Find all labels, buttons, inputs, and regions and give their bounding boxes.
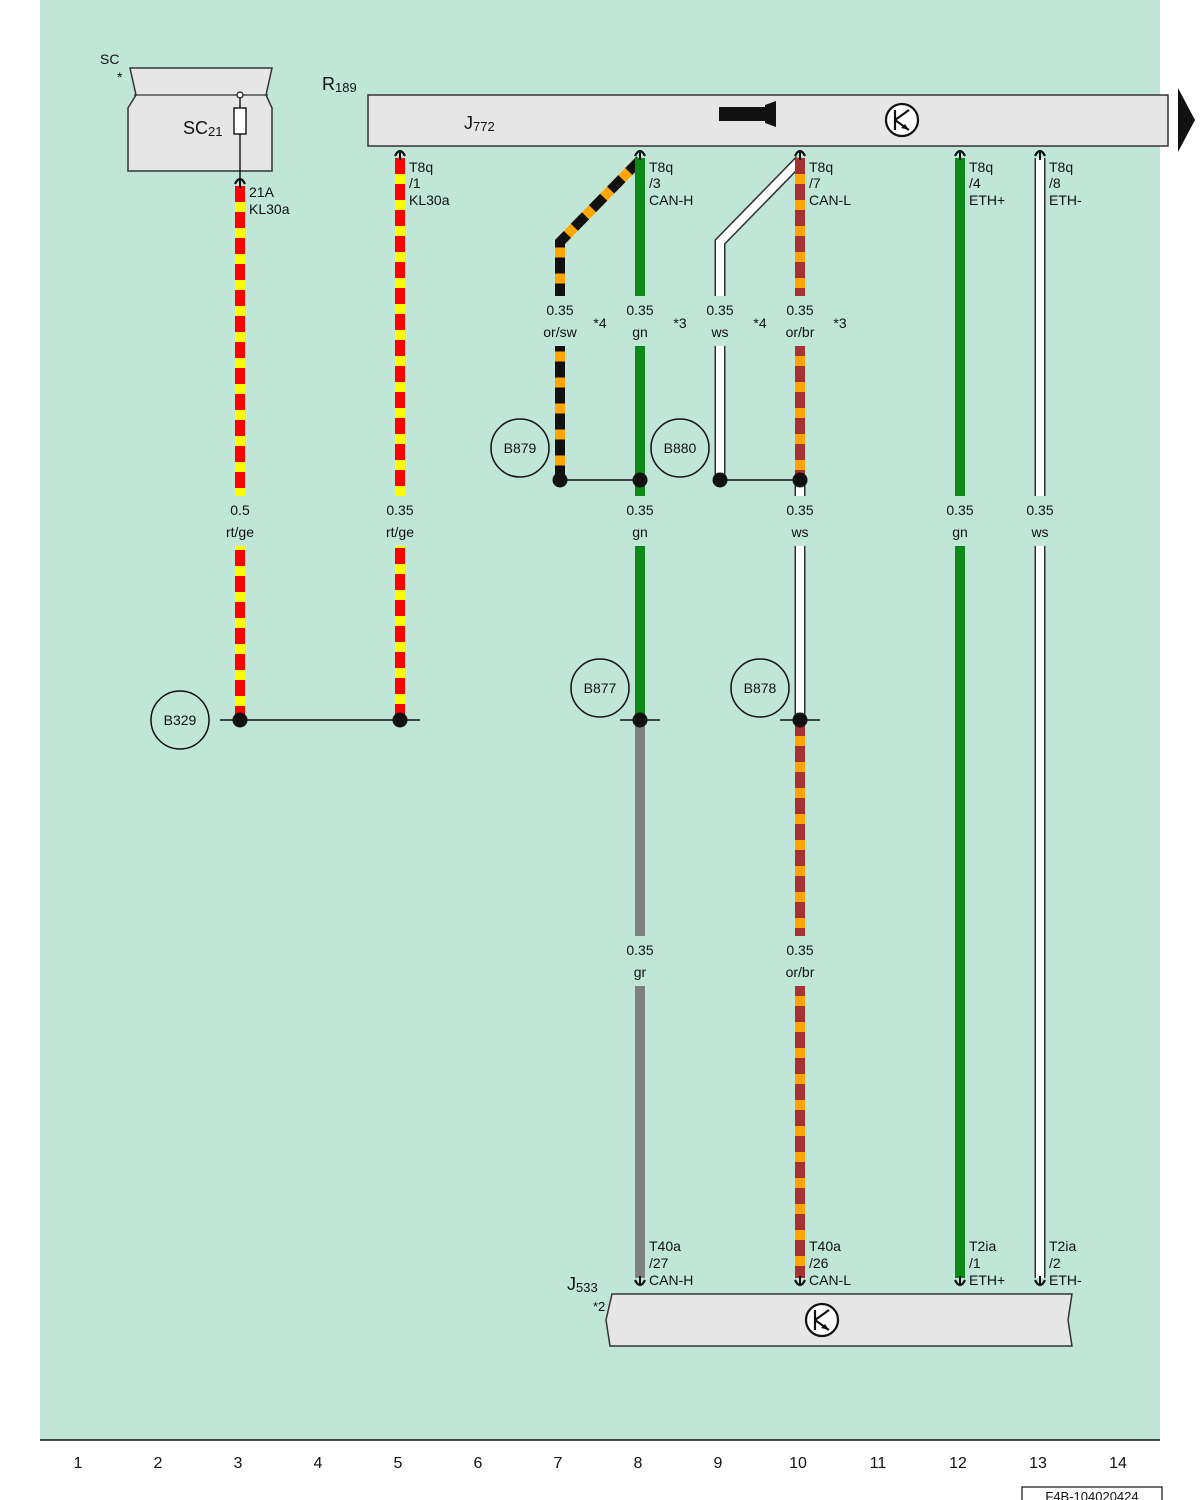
column-number: 13: [1029, 1455, 1047, 1472]
svg-text:ws: ws: [790, 524, 808, 540]
pin-label-t8q-3: T8q /3 CAN-H: [649, 159, 693, 208]
svg-text:0.35: 0.35: [946, 502, 973, 518]
svg-text:B877: B877: [584, 680, 617, 696]
pin-label-t8q-8: T8q /8 ETH-: [1049, 159, 1082, 208]
column-number: 14: [1109, 1455, 1127, 1472]
fuse-box-asterisk: *: [117, 69, 123, 85]
splice-b879[interactable]: B879: [490, 418, 550, 478]
pin-label-sc-21a: 21A KL30a: [249, 184, 290, 217]
svg-text:gr: gr: [634, 964, 647, 980]
column-number: 6: [474, 1455, 483, 1472]
column-number: 5: [394, 1455, 403, 1472]
wire-label-col10-bottom: 0.35 or/br: [786, 942, 815, 980]
svg-text:ws: ws: [710, 324, 728, 340]
wire-layer: [231, 156, 1049, 1278]
pin-label-t2ia-1: T2ia /1 ETH+: [969, 1238, 1005, 1288]
svg-text:*3: *3: [673, 315, 686, 331]
svg-text:0.35: 0.35: [386, 502, 413, 518]
wire-label-col12: 0.35 gn: [946, 502, 973, 540]
footer-id: F4B-104020424: [1045, 1489, 1138, 1500]
column-number: 12: [949, 1455, 967, 1472]
svg-text:or/br: or/br: [786, 964, 815, 980]
svg-text:0.35: 0.35: [1026, 502, 1053, 518]
wire-col9-ws[interactable]: [714, 156, 804, 480]
pin-label-t8q-4: T8q /4 ETH+: [969, 159, 1005, 208]
svg-text:B880: B880: [664, 440, 697, 456]
wire-label-col9: 0.35 ws *4: [706, 302, 766, 340]
ecu-transistor-icon: [884, 102, 920, 138]
fuse-name: SC21: [183, 118, 222, 139]
svg-text:or/br: or/br: [786, 324, 815, 340]
pin-label-t8q-7: T8q /7 CAN-L: [809, 159, 851, 208]
svg-text:0.35: 0.35: [706, 302, 733, 318]
svg-text:gn: gn: [952, 524, 968, 540]
wire-label-col3: 0.5 rt/ge: [226, 502, 254, 540]
svg-text:rt/ge: rt/ge: [226, 524, 254, 540]
svg-text:0.35: 0.35: [626, 302, 653, 318]
svg-text:gn: gn: [632, 524, 648, 540]
svg-text:*3: *3: [833, 315, 846, 331]
splice-b880[interactable]: B880: [650, 418, 710, 478]
svg-text:B329: B329: [164, 712, 197, 728]
svg-text:*4: *4: [593, 315, 606, 331]
svg-text:B878: B878: [744, 680, 777, 696]
splice-b877[interactable]: B877: [570, 658, 630, 718]
column-number: 9: [714, 1455, 723, 1472]
splice-dots: [232, 472, 808, 728]
column-number: 7: [554, 1455, 563, 1472]
svg-text:0.35: 0.35: [626, 942, 653, 958]
svg-text:0.35: 0.35: [626, 502, 653, 518]
svg-text:gn: gn: [632, 324, 648, 340]
pin-label-t2ia-2: T2ia /2 ETH-: [1049, 1238, 1082, 1288]
column-number: 10: [789, 1455, 807, 1472]
wire-label-col7: 0.35 or/sw *4: [543, 302, 607, 340]
svg-text:B879: B879: [504, 440, 537, 456]
svg-text:0.35: 0.35: [546, 302, 573, 318]
fuse-box-label: SC: [100, 51, 119, 67]
pin-label-t8q-1: T8q /1 KL30a: [409, 159, 450, 208]
splice-b329[interactable]: B329: [150, 690, 210, 750]
svg-text:0.35: 0.35: [786, 942, 813, 958]
j772-label: J772: [464, 113, 495, 134]
ecu-transistor-icon: [804, 1302, 840, 1338]
r189-label: R189: [322, 74, 357, 95]
wire-label-col8-bottom: 0.35 gr: [626, 942, 653, 980]
wire-label-col8-top: 0.35 gn *3: [626, 302, 686, 340]
fuse-icon: [233, 91, 247, 180]
j533-label: J533: [567, 1274, 598, 1295]
wire-label-col5: 0.35 rt/ge: [386, 502, 414, 540]
svg-text:0.5: 0.5: [230, 502, 250, 518]
footer-id-box: [1021, 1486, 1163, 1500]
column-number: 11: [870, 1455, 887, 1472]
wire-label-col13: 0.35 ws: [1026, 502, 1053, 540]
svg-text:or/sw: or/sw: [543, 324, 577, 340]
wire-label-col10-mid: 0.35 ws: [786, 502, 813, 540]
svg-text:0.35: 0.35: [786, 502, 813, 518]
pin-label-t40a-26: T40a /26 CAN-L: [809, 1238, 851, 1288]
svg-text:0.35: 0.35: [786, 302, 813, 318]
fuse-box-sc[interactable]: [127, 67, 273, 172]
column-number: 1: [74, 1455, 83, 1472]
column-number: 3: [234, 1455, 243, 1472]
column-number: 4: [314, 1455, 323, 1472]
svg-text:*4: *4: [753, 315, 766, 331]
camera-icon: [719, 101, 776, 127]
wire-label-col8-mid: 0.35 gn: [626, 502, 653, 540]
pin-label-t40a-27: T40a /27 CAN-H: [649, 1238, 693, 1288]
svg-text:rt/ge: rt/ge: [386, 524, 414, 540]
svg-text:ws: ws: [1030, 524, 1048, 540]
column-number: 2: [154, 1455, 163, 1472]
splice-b878[interactable]: B878: [730, 658, 790, 718]
wire-label-col10-top: 0.35 or/br *3: [786, 302, 847, 340]
column-number: 8: [634, 1455, 643, 1472]
j533-note: *2: [593, 1299, 605, 1314]
continuation-arrow-icon[interactable]: [1178, 88, 1195, 152]
wire-col7-or-sw[interactable]: [555, 156, 644, 480]
diagram-background: [40, 0, 1160, 1440]
